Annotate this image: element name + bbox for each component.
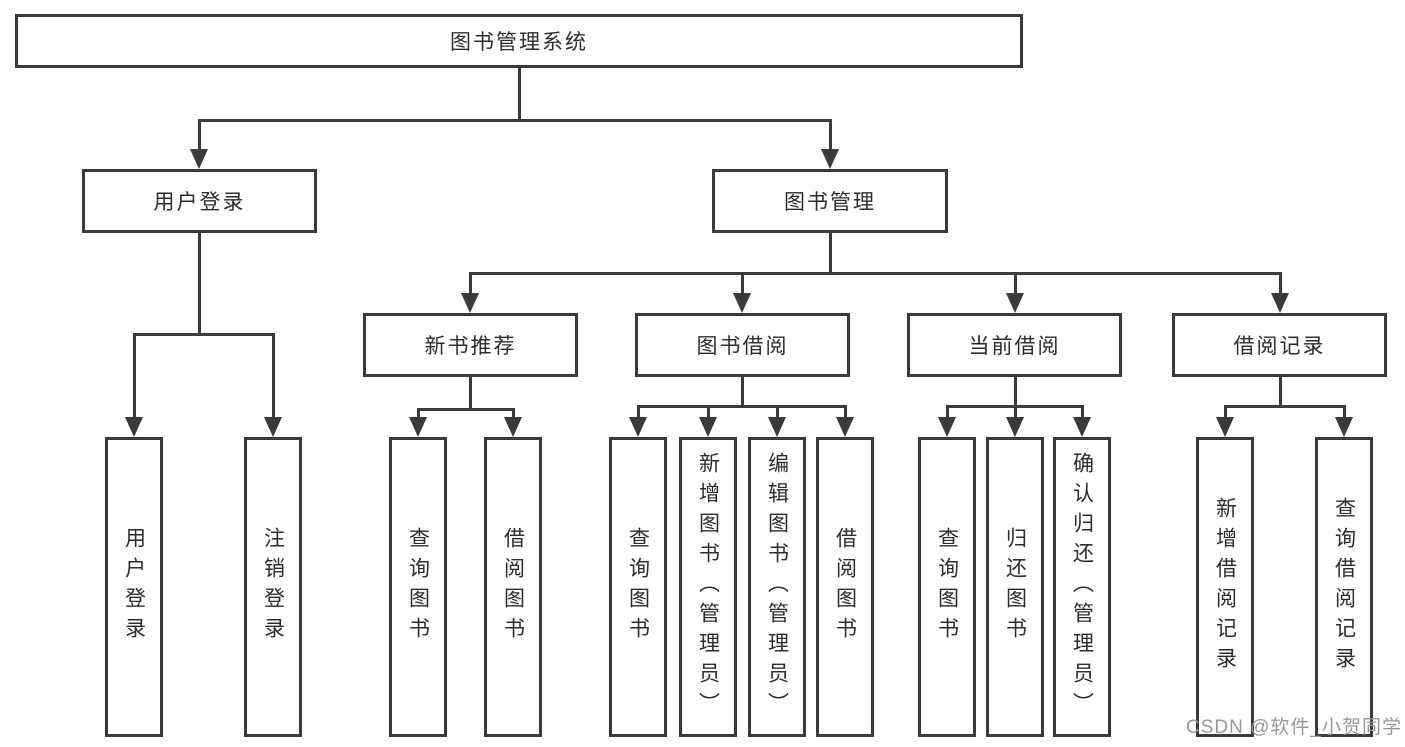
arrowhead-down-icon — [733, 293, 751, 313]
arrowhead-down-icon — [125, 417, 143, 437]
connector-line-vertical — [468, 377, 472, 411]
node-label: 新增借阅记录 — [1213, 497, 1237, 677]
connector-line-vertical — [132, 334, 136, 420]
node-user-login: 用户登录 — [82, 169, 317, 233]
node-label: 当前借阅 — [968, 335, 1061, 358]
leaf-query-books-recommend: 查询图书 — [389, 437, 447, 737]
connector-line-horizontal — [636, 404, 847, 408]
leaf-query-books-current: 查询图书 — [918, 437, 976, 737]
connector-line-vertical — [636, 406, 640, 420]
arrowhead-down-icon — [768, 417, 786, 437]
arrowhead-down-icon — [1006, 293, 1024, 313]
connector-line-vertical — [197, 120, 201, 153]
arrowhead-down-icon — [190, 149, 208, 169]
connector-line-vertical — [468, 273, 472, 297]
connector-line-vertical — [271, 334, 275, 420]
node-label: 查询借阅记录 — [1332, 497, 1356, 677]
arrowhead-down-icon — [699, 417, 717, 437]
node-label: 用户登录 — [153, 191, 246, 214]
watermark: CSDN @软件_小贺同学 — [1186, 717, 1402, 738]
node-label: 归还图书 — [1003, 527, 1027, 647]
connector-line-vertical — [1013, 377, 1017, 408]
leaf-query-borrow-record: 查询借阅记录 — [1315, 437, 1373, 737]
connector-line-vertical — [1080, 406, 1084, 420]
node-borrowing-records: 借阅记录 — [1172, 313, 1387, 377]
leaf-return-books: 归还图书 — [986, 437, 1044, 737]
connector-line-vertical — [775, 406, 779, 420]
connector-line-vertical — [828, 120, 832, 153]
connector-line-vertical — [197, 233, 201, 336]
node-label: 新书推荐 — [424, 335, 517, 358]
node-label: 编辑图书（管理员） — [765, 452, 789, 722]
arrowhead-down-icon — [836, 417, 854, 437]
arrowhead-down-icon — [1216, 417, 1234, 437]
node-label: 图书管理 — [784, 191, 876, 214]
connector-line-horizontal — [132, 332, 275, 336]
node-label: 借阅图书 — [501, 527, 525, 647]
connector-line-vertical — [945, 406, 949, 420]
node-label: 借阅图书 — [833, 527, 857, 647]
connector-line-vertical — [828, 233, 832, 275]
leaf-add-books-admin: 新增图书（管理员） — [679, 437, 737, 737]
arrowhead-down-icon — [938, 417, 956, 437]
node-book-management: 图书管理 — [712, 169, 948, 233]
node-current-borrowing: 当前借阅 — [907, 313, 1122, 377]
arrowhead-down-icon — [821, 149, 839, 169]
leaf-query-books-borrowing: 查询图书 — [609, 437, 667, 737]
node-library-management-system: 图书管理系统 — [15, 14, 1023, 68]
arrowhead-down-icon — [1271, 293, 1289, 313]
arrowhead-down-icon — [264, 417, 282, 437]
arrowhead-down-icon — [409, 417, 427, 437]
connector-line-vertical — [740, 273, 744, 297]
leaf-edit-books-admin: 编辑图书（管理员） — [748, 437, 806, 737]
connector-line-vertical — [416, 409, 420, 420]
arrowhead-down-icon — [629, 417, 647, 437]
node-book-borrowing: 图书借阅 — [635, 313, 850, 377]
node-label: 借阅记录 — [1233, 335, 1326, 358]
connector-line-horizontal — [468, 271, 1282, 275]
connector-line-horizontal — [197, 118, 832, 122]
node-label: 确认归还（管理员） — [1070, 452, 1094, 722]
node-label: 查询图书 — [935, 527, 959, 647]
connector-line-vertical — [1278, 377, 1282, 408]
arrowhead-down-icon — [1073, 417, 1091, 437]
connector-line-vertical — [1342, 406, 1346, 420]
arrowhead-down-icon — [1006, 417, 1024, 437]
node-label: 图书借阅 — [696, 335, 789, 358]
connector-line-vertical — [740, 377, 744, 408]
leaf-borrow-books-recommend: 借阅图书 — [484, 437, 542, 737]
connector-line-vertical — [511, 409, 515, 420]
node-new-book-recommendation: 新书推荐 — [363, 313, 578, 377]
connector-line-vertical — [517, 68, 521, 122]
connector-line-vertical — [706, 406, 710, 420]
connector-line-horizontal — [1223, 404, 1346, 408]
leaf-confirm-return-admin: 确认归还（管理员） — [1053, 437, 1111, 737]
node-label: 注销登录 — [261, 527, 285, 647]
node-label: 图书管理系统 — [450, 31, 588, 54]
connector-line-vertical — [1013, 406, 1017, 420]
node-label: 查询图书 — [626, 527, 650, 647]
connector-line-horizontal — [945, 404, 1084, 408]
arrowhead-down-icon — [504, 417, 522, 437]
connector-line-vertical — [1278, 273, 1282, 297]
connector-line-horizontal — [416, 407, 515, 411]
connector-line-vertical — [843, 406, 847, 420]
arrowhead-down-icon — [1335, 417, 1353, 437]
node-label: 查询图书 — [406, 527, 430, 647]
connector-line-vertical — [1223, 406, 1227, 420]
node-label: 用户登录 — [122, 527, 146, 647]
leaf-logout: 注销登录 — [244, 437, 302, 737]
connector-line-vertical — [1013, 273, 1017, 297]
leaf-borrow-books: 借阅图书 — [816, 437, 874, 737]
node-label: 新增图书（管理员） — [696, 452, 720, 722]
leaf-user-login: 用户登录 — [105, 437, 163, 737]
arrowhead-down-icon — [461, 293, 479, 313]
leaf-add-borrow-record: 新增借阅记录 — [1196, 437, 1254, 737]
